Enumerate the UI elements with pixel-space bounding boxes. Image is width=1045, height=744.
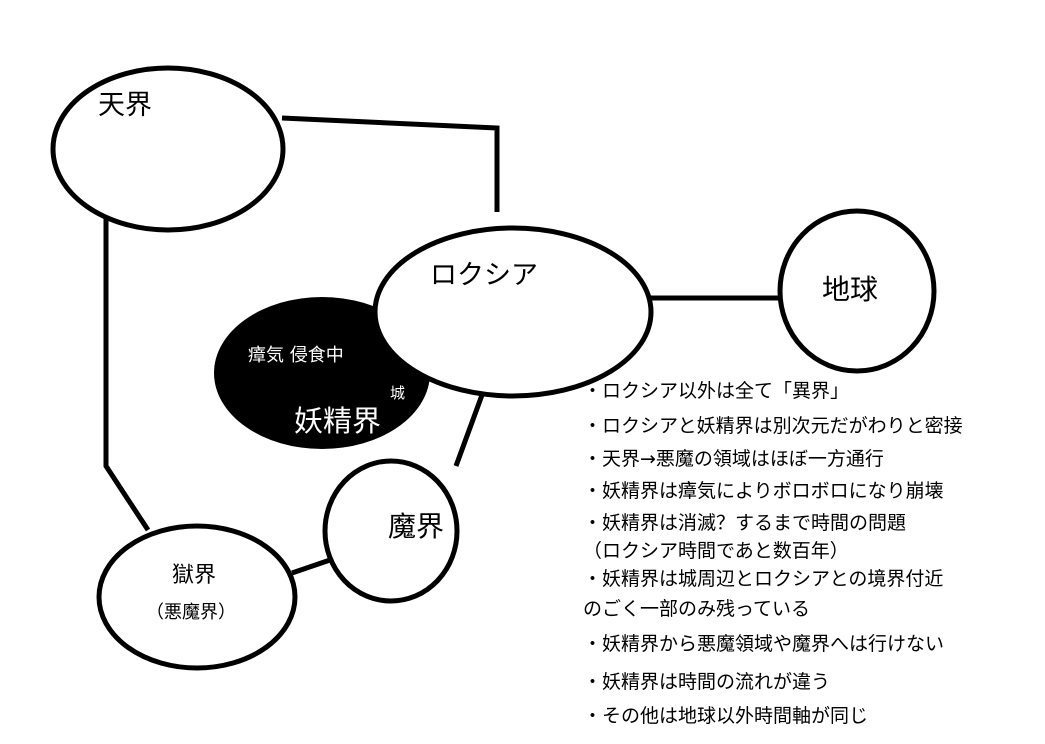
note-item: ・妖精界は瘴気によりボロボロになり崩壊	[583, 480, 944, 502]
roxia-node	[372, 225, 654, 399]
castle-label: 城	[390, 384, 406, 402]
tenkai-label: 天界	[98, 90, 152, 121]
note-item: ・妖精界から悪魔領域や魔界へは行けない	[583, 633, 945, 655]
note-item: ・その他は地球以外時間軸が同じ	[583, 705, 869, 727]
roxia-label: ロクシア	[430, 260, 538, 291]
gokukai-node	[96, 523, 298, 671]
note-item: ・妖精界は時間の流れが違う	[583, 671, 831, 693]
note-item: ・ロクシア以外は全て「異界」	[583, 380, 850, 402]
shoki-label: 瘴気 侵食中	[248, 345, 344, 366]
chikyu-node	[777, 208, 937, 374]
connector-tenkai-roxia	[281, 115, 500, 212]
note-item: のごく一部のみ残っている	[583, 598, 811, 620]
note-item: ・妖精界は城周辺とロクシアとの境界付近	[583, 568, 944, 590]
tenkai-node	[50, 65, 286, 233]
chikyu-label: 地球	[822, 273, 879, 306]
note-item: ・ロクシアと妖精界は別次元だがわりと密接	[583, 415, 963, 437]
connector-roxia-makai	[453, 394, 485, 467]
note-item: （ロクシア時間であと数百年）	[583, 540, 849, 562]
gokukai-label: 獄界	[172, 563, 217, 588]
makai-node	[322, 458, 460, 604]
note-item: ・天界→悪魔の領域はほぼ一方通行	[583, 448, 884, 470]
yoseikai-label: 妖精界	[294, 404, 382, 438]
connector-makai-gokukai	[291, 557, 331, 576]
makai-label: 魔界	[388, 510, 445, 543]
connector-tenkai-gokukai	[103, 210, 151, 532]
note-item: ・妖精界は消滅？するまで時間の問題	[583, 512, 907, 534]
gokukai-sub-label: （悪魔界）	[146, 602, 236, 623]
yoseikai-node	[214, 297, 430, 449]
